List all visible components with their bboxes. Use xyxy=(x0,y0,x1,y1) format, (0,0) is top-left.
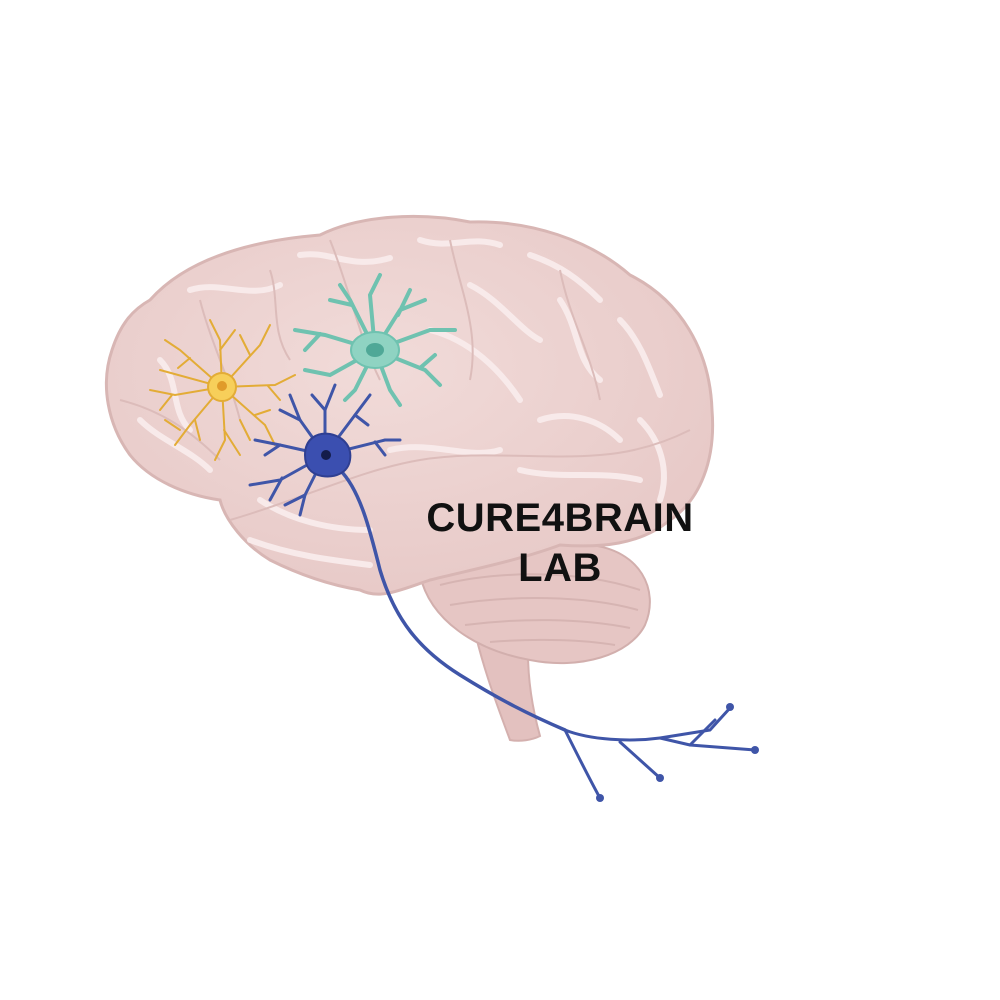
axon-terminal xyxy=(656,774,664,782)
axon-terminal xyxy=(596,794,604,802)
axon-terminal xyxy=(726,703,734,711)
microglia-nucleus xyxy=(366,343,384,357)
logo-line-1: CURE4BRAIN xyxy=(426,496,694,540)
logo-line-2: LAB xyxy=(518,546,602,590)
cerebellum-folds xyxy=(439,573,641,646)
lab-logo-text: CURE4BRAIN LAB xyxy=(405,493,715,593)
axon-terminal xyxy=(751,746,759,754)
astrocyte-nucleus xyxy=(217,381,227,391)
brain-gyri xyxy=(137,237,667,568)
neuron-nucleus xyxy=(321,450,331,460)
astrocyte-icon xyxy=(149,319,296,461)
